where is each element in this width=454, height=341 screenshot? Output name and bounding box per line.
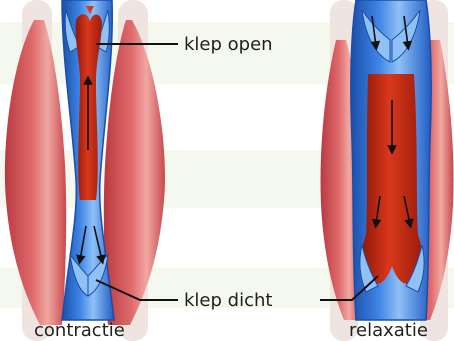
relaxation-illustration [321,0,454,341]
label-contraction: contractie [34,320,125,341]
label-valve-open: klep open [184,34,273,55]
contraction-illustration [5,0,165,341]
label-relaxation: relaxatie [349,320,428,341]
label-valve-closed: klep dicht [184,290,272,311]
